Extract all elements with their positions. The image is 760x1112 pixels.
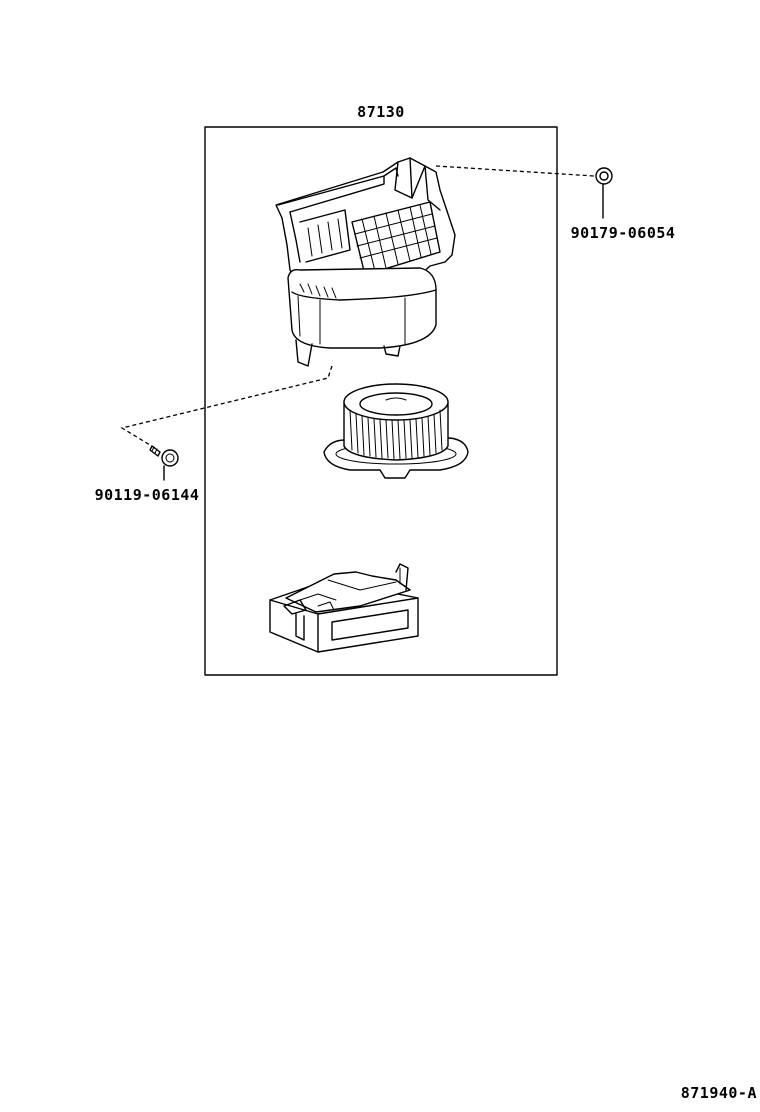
part-label-90179-06054[interactable]: 90179-06054 [571,224,676,242]
nut-icon[interactable] [595,167,613,219]
leader-line-upper [435,165,595,177]
leader-line-lower [120,365,333,449]
blower-motor-illustration [323,383,469,479]
illustration-code: 871940-A [681,1084,757,1102]
assembly-frame [204,126,558,676]
blower-housing-illustration [275,157,456,367]
screw-icon[interactable] [149,445,179,481]
blower-resistor-illustration [269,563,419,653]
assembly-part-number[interactable]: 87130 [357,103,405,121]
part-label-90119-06144[interactable]: 90119-06144 [95,486,200,504]
